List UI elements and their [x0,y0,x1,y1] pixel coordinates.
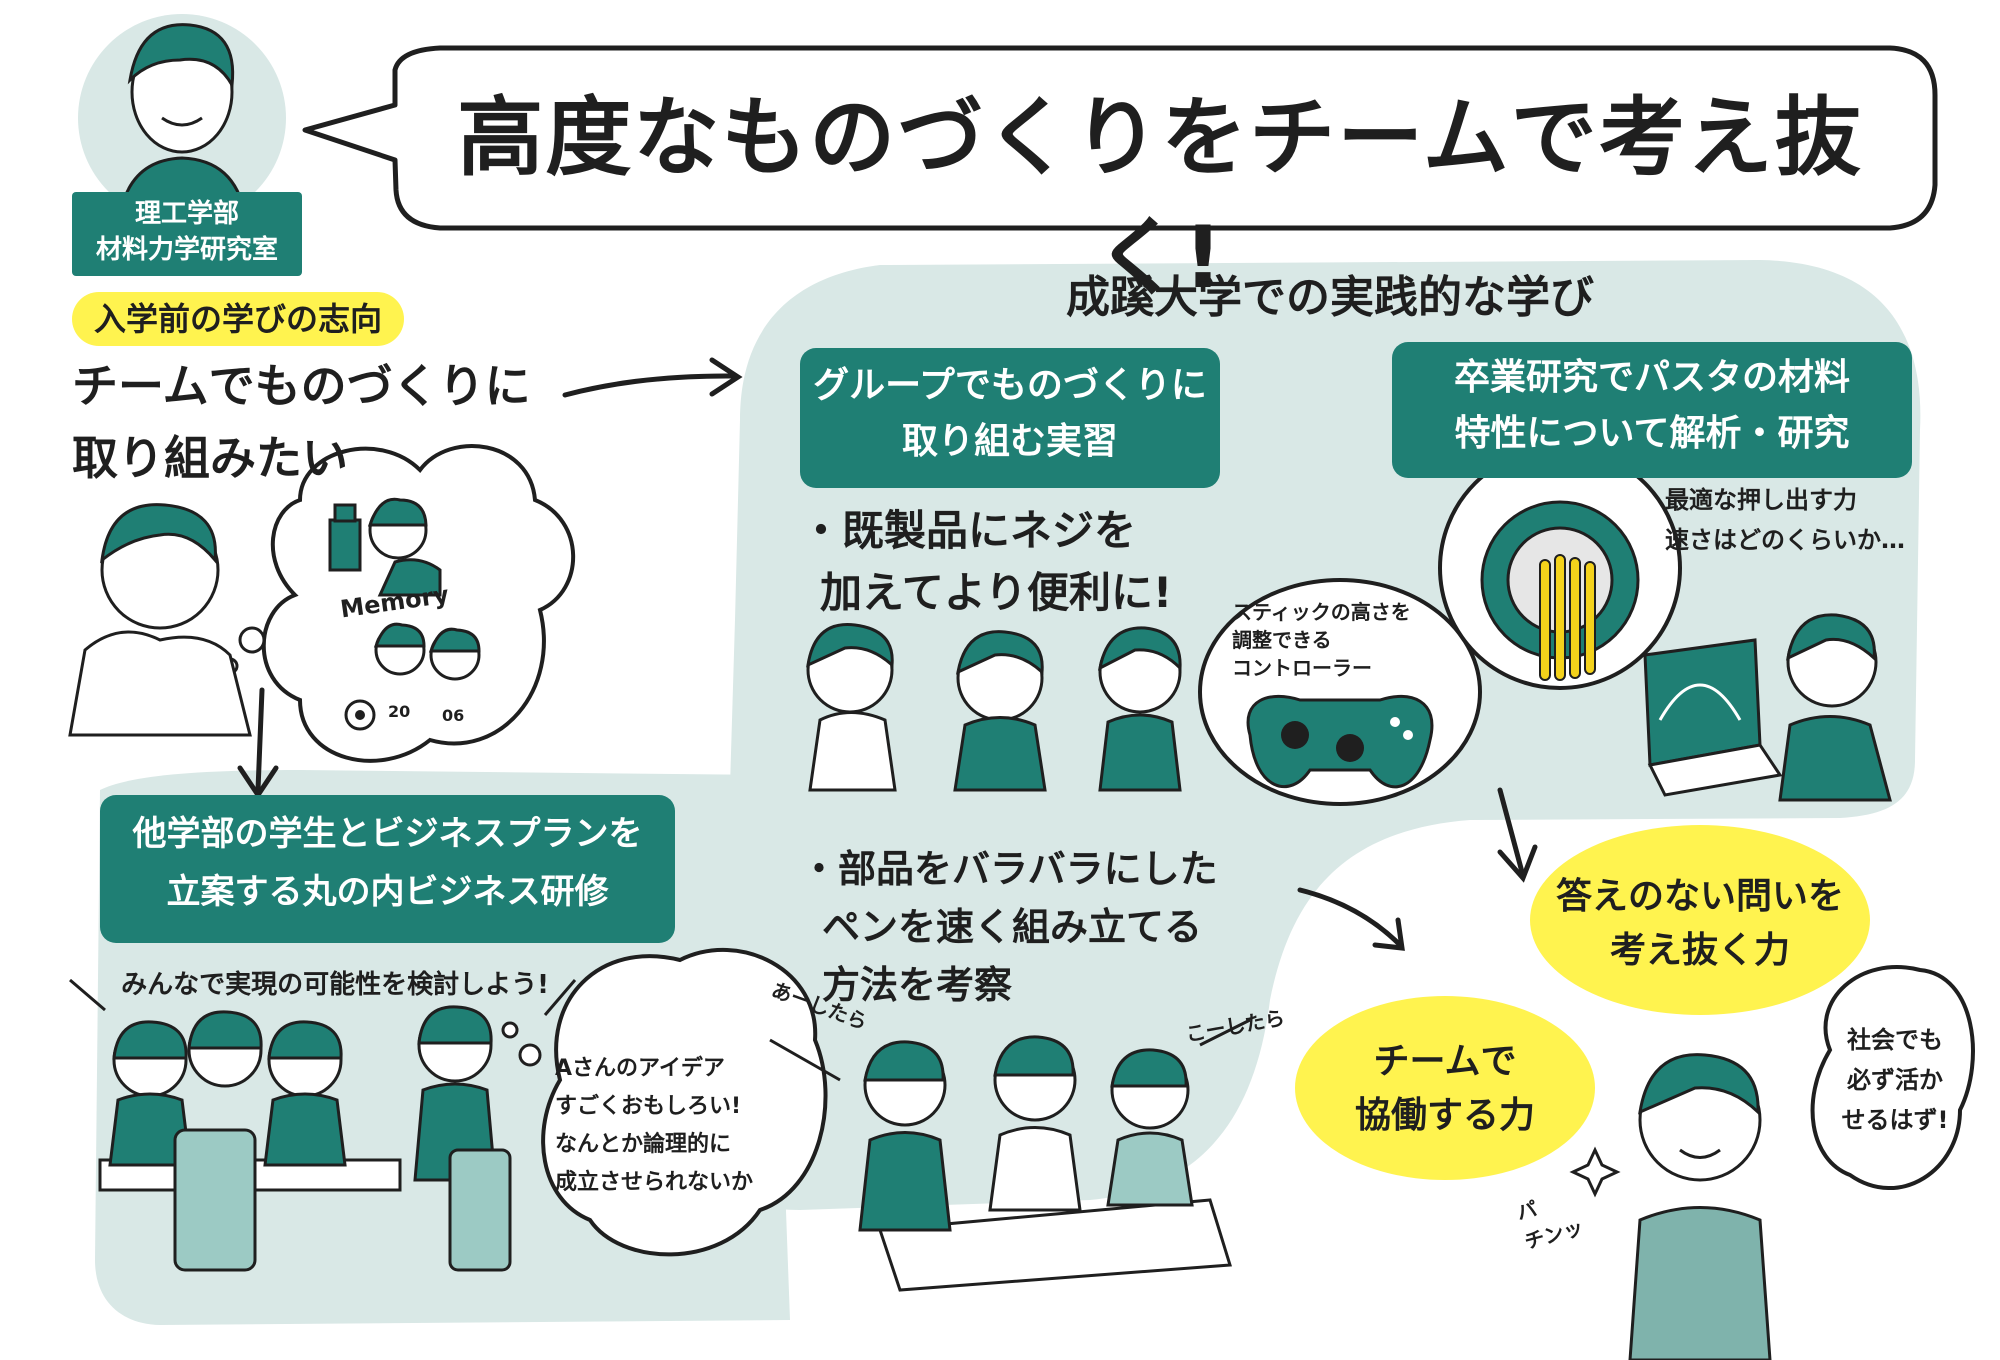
pre-text-line1: チームでものづくりに [72,359,531,413]
jersey-number-right: 06 [442,706,465,725]
bullet-screws: ・既製品にネジを 加えてより便利に! [800,500,1240,624]
pasta-strands [1539,554,1596,681]
arrow-to-think-skill [1497,787,1525,875]
business-meeting-figures [98,1005,512,1272]
skill-think: 答えのない問いを 考え抜く力 [1545,870,1855,978]
group-practice-line2: 取り組む実習 [901,421,1118,462]
title-bubble-outline [302,45,1938,231]
research-thought-line2: 速さはどのくらいか… [1665,526,1905,554]
research-line2: 特性について解析・研究 [1454,413,1850,454]
controller-note-line3: コントローラー [1232,656,1372,680]
idea-thought-bubble [541,948,828,1257]
skill-team-line2: 協働する力 [1354,1095,1535,1136]
future-line3: せるはず! [1841,1106,1949,1134]
group-practice-line1: グループでものづくりに [813,365,1207,406]
lab-name: 材料力学研究室 [95,235,278,265]
arrow-to-team-skill [1297,887,1403,948]
arrow-to-business [255,687,265,793]
page-title: 高度なものづくりをチームで考え抜く! [457,88,1863,308]
faculty-badge: 理工学部 材料力学研究室 [72,192,302,276]
bullet-pen: ・部品をバラバラにした ペンを速く組み立てる 方法を考察 [800,840,1270,1014]
research-student-figure [1643,613,1892,802]
skill-team: チームで 協働する力 [1310,1035,1580,1143]
research-box: 卒業研究でパスタの材料 特性について解析・研究 [1392,342,1912,478]
skill-team-line1: チームで [1373,1041,1517,1082]
memory-figures [328,497,481,731]
future-line1: 社会でも [1847,1026,1943,1054]
soccer-ball-icon [344,699,376,731]
idea-line3: なんとか論理的に [555,1132,732,1157]
research-thought: 最適な押し出す力 速さはどのくらいか… [1665,480,1925,560]
idea-line1: Aさんのアイデア [555,1056,725,1081]
skill-think-line1: 答えのない問いを [1555,876,1844,917]
practice-heading: 成蹊大学での実践的な学び [1066,272,1594,323]
future-thought-bubble [1810,965,1975,1190]
practice-students [806,623,1182,792]
controller-note: スティックの高さを 調整できる コントローラー [1232,598,1452,682]
business-line2: 立案する丸の内ビジネス研修 [166,872,609,912]
arrow-to-practice [562,373,738,398]
bullet-pen-line2: ペンを速く組み立てる [822,905,1203,949]
student-face-icon [118,23,247,217]
bullet-screws-line2: 加えてより便利に! [820,568,1173,617]
pre-text: チームでものづくりに 取り組みたい [72,350,532,494]
jersey-number-left: 20 [388,702,411,721]
thinking-student-figure [68,503,252,737]
controller-note-line1: スティックの高さを [1232,600,1411,624]
pre-tag: 入学前の学びの志向 [72,292,405,346]
future-person-figure [1628,1053,1772,1360]
idea-line2: すごくおもしろい! [555,1094,742,1119]
business-box: 他学部の学生とビジネスプランを 立案する丸の内ビジネス研修 [100,795,675,943]
skill-think-line2: 考え抜く力 [1609,930,1790,971]
pen-assembly-figures [858,1035,1232,1292]
idea-line4: 成立させられないか [555,1170,754,1195]
pre-text-line2: 取り組みたい [72,431,348,485]
bullet-screws-line1: ・既製品にネジを [800,506,1137,555]
faculty-name: 理工学部 [134,199,239,229]
game-controller-icon [1246,694,1434,789]
bullet-pen-line1: ・部品をバラバラにした [800,847,1218,891]
research-line1: 卒業研究でパスタの材料 [1453,357,1850,398]
future-line2: 必ず活か [1847,1066,1943,1094]
skill-team-blob [1295,996,1595,1180]
controller-note-line2: 調整できる [1232,628,1332,652]
bullet-pen-line3: 方法を考察 [822,963,1013,1007]
skill-think-blob [1530,825,1870,1015]
laptop-graph-icon [1643,638,1783,797]
robot-toy-icon [328,503,362,572]
research-thought-line1: 最適な押し出す力 [1665,486,1857,514]
future-bubble-text: 社会でも 必ず活か せるはず! [1820,1020,1970,1140]
sparkle-icon [1569,1146,1621,1198]
business-line1: 他学部の学生とビジネスプランを [132,814,643,854]
group-practice-box: グループでものづくりに 取り組む実習 [800,348,1220,488]
idea-bubble-text: Aさんのアイデア すごくおもしろい! なんとか論理的に 成立させられないか [555,1050,815,1202]
business-caption: みんなで実現の可能性を検討しよう! [121,970,549,1000]
